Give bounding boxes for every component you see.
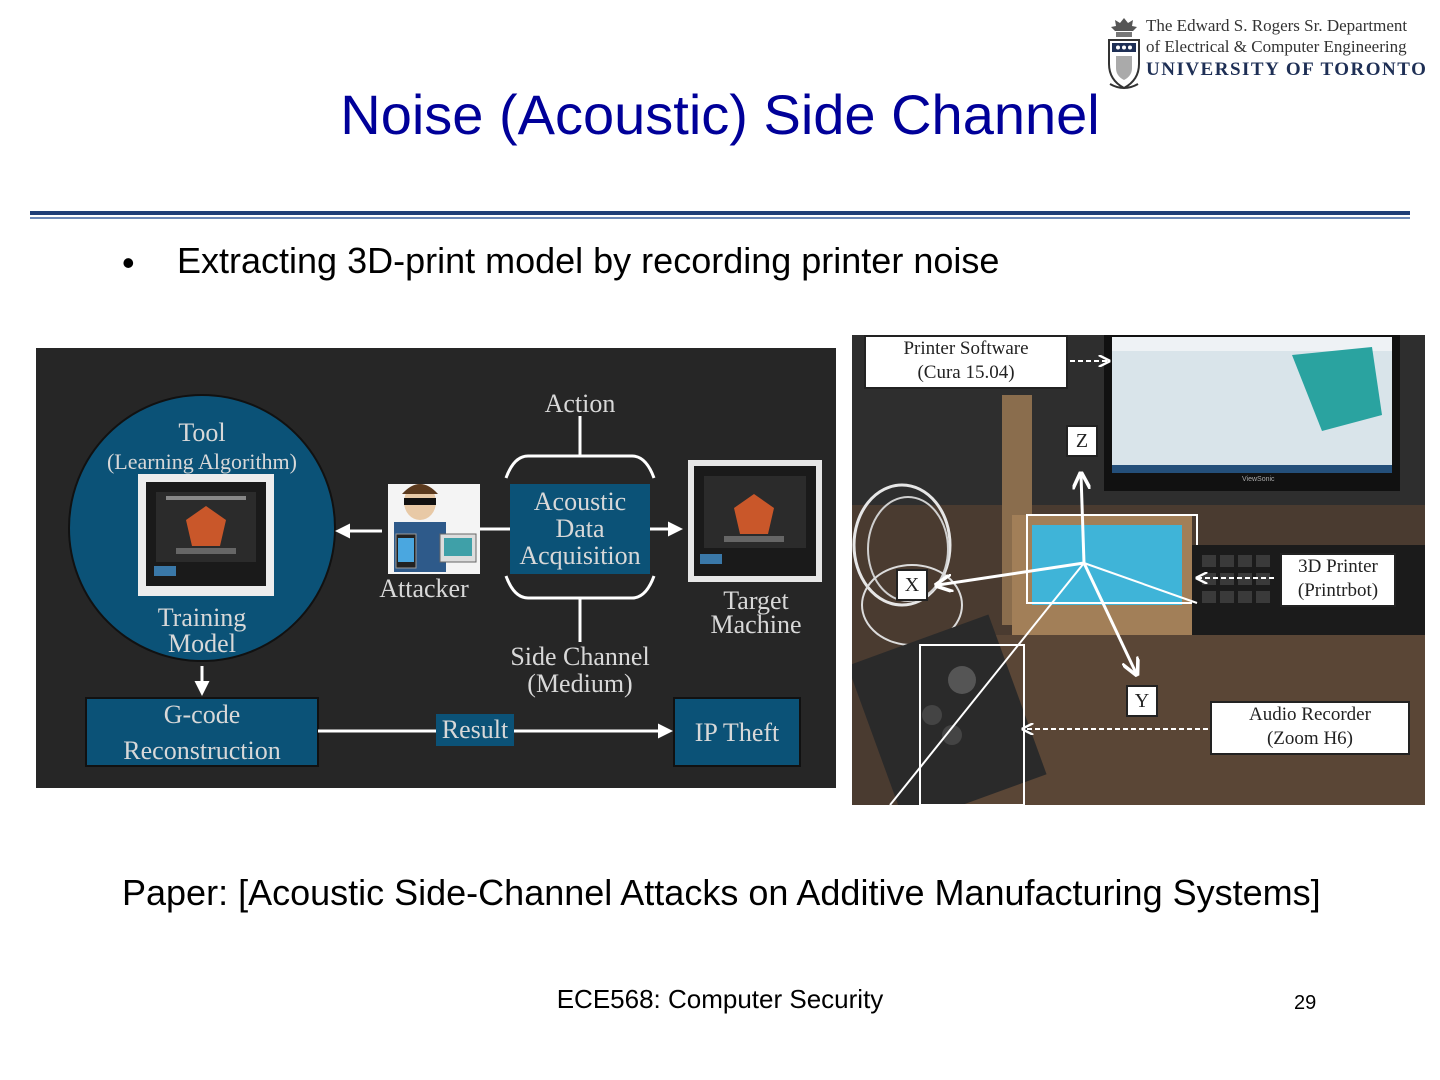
course-footer: ECE568: Computer Security (556, 984, 884, 1014)
tool-subtitle: (Learning Algorithm) (106, 449, 297, 474)
experiment-photo: ViewSonic Printer Software (Cura 15.04) … (852, 335, 1425, 805)
side-channel-line-2: (Medium) (527, 669, 633, 698)
result-label: Result (441, 715, 509, 744)
audio-recorder-line-2: (Zoom H6) (1266, 728, 1353, 749)
logo-university-name: UNIVERSITY OF TORONTO (1146, 59, 1428, 80)
attacker-label: Attacker (379, 574, 469, 603)
acquisition-line-1: Acoustic (533, 487, 627, 516)
target-machine-line-1: Target (723, 586, 789, 615)
action-label: Action (544, 389, 616, 418)
university-logo: The Edward S. Rogers Sr. Department of E… (1106, 14, 1436, 94)
page-number: 29 (1294, 992, 1317, 1014)
training-model-line-2: Model (168, 629, 236, 658)
printer-callout: 3D Printer (Printrbot) (1280, 553, 1396, 607)
axis-z-label: Z (1066, 425, 1098, 457)
axis-y-label: Y (1126, 685, 1158, 717)
bullet-item: Extracting 3D-print model by recording p… (177, 240, 1000, 281)
printer-callout-line-1: 3D Printer (1298, 556, 1378, 577)
monitor-brand: ViewSonic (1242, 476, 1275, 483)
ip-theft-box (673, 697, 801, 767)
paper-reference: Paper: [Acoustic Side-Channel Attacks on… (122, 872, 1321, 913)
gcode-line-2: Reconstruction (123, 736, 281, 765)
logo-department-line-2: of Electrical & Computer Engineering (1146, 37, 1407, 56)
training-model-line-1: Training (157, 603, 247, 632)
acquisition-line-3: Acquisition (519, 541, 641, 570)
bullet-icon: • (122, 242, 135, 283)
gcode-box (85, 697, 319, 767)
diagram-graphics (68, 394, 822, 767)
result-box (436, 714, 514, 746)
gcode-line-1: G-code (163, 700, 241, 729)
audio-recorder-callout: Audio Recorder (Zoom H6) (1210, 701, 1410, 755)
logo-department-line: The Edward S. Rogers Sr. Department (1146, 16, 1408, 35)
audio-recorder-device (852, 614, 1047, 805)
axis-x-label: X (896, 569, 928, 601)
target-printer-icon (688, 460, 822, 582)
audio-recorder-line-1: Audio Recorder (1249, 704, 1371, 725)
slide-title: Noise (Acoustic) Side Channel (340, 83, 1100, 146)
printer-callout-line-2: (Printrbot) (1297, 580, 1379, 601)
acquisition-line-2: Data (555, 514, 605, 543)
title-divider (30, 211, 1410, 215)
target-machine-line-2: Machine (710, 610, 802, 639)
printer-software-line-2: (Cura 15.04) (917, 362, 1015, 383)
print-bed (1032, 525, 1182, 605)
tool-label: Tool (178, 418, 226, 447)
attack-diagram: Tool (Learning Algorithm) Training Model… (36, 348, 836, 788)
printer-software-callout: Printer Software (Cura 15.04) (864, 335, 1068, 389)
printer-software-line-1: Printer Software (903, 338, 1029, 359)
attacker-icon (388, 484, 480, 574)
ip-theft-label: IP Theft (694, 718, 780, 747)
title-divider-thin (30, 217, 1410, 219)
acquisition-box (510, 484, 650, 574)
crest-icon (1108, 18, 1140, 90)
side-channel-line-1: Side Channel (510, 642, 650, 671)
printer-icon (138, 474, 274, 596)
